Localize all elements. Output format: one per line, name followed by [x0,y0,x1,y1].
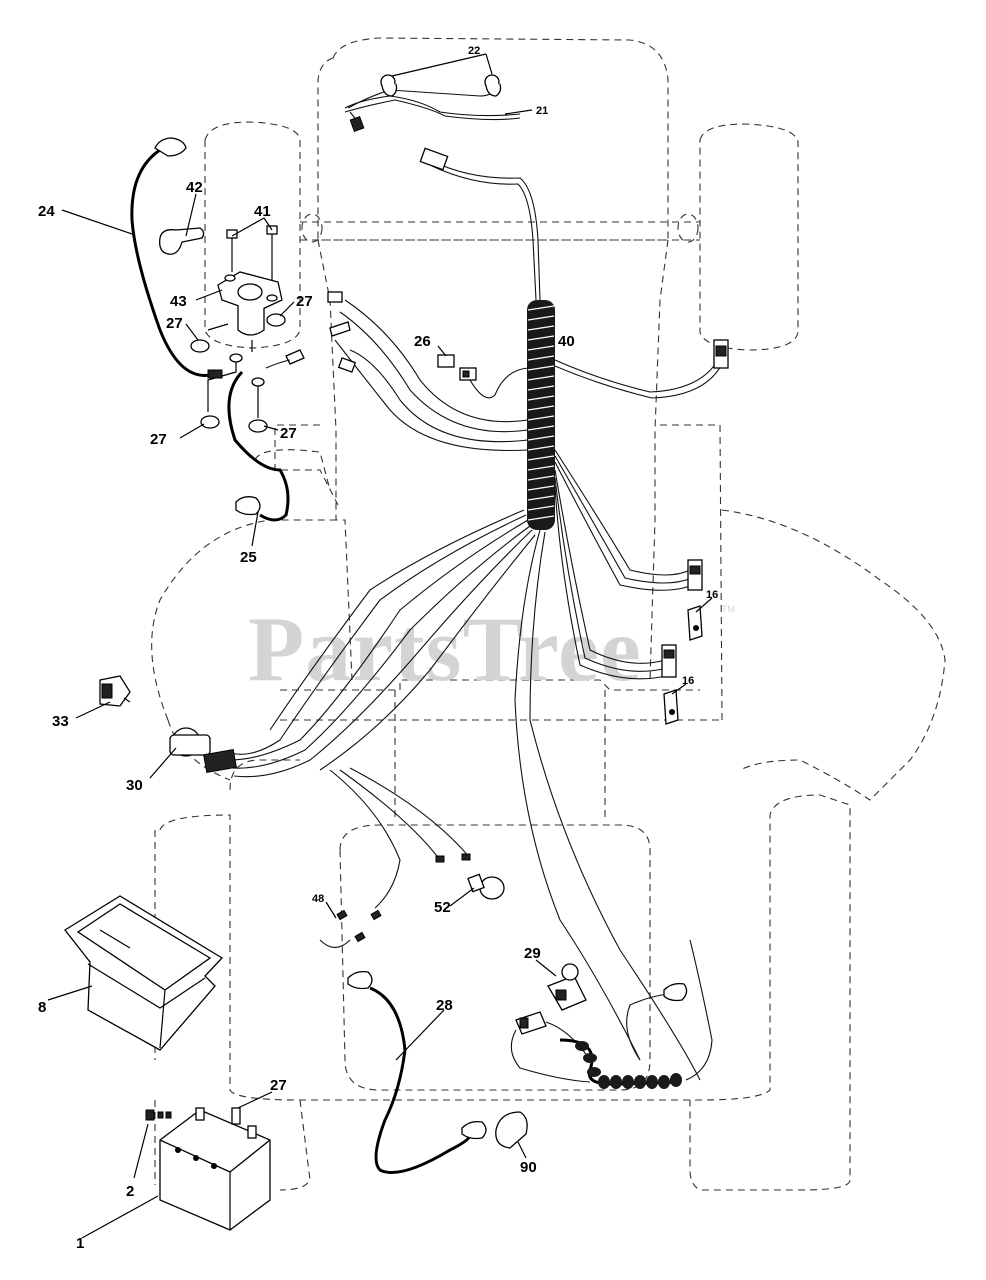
callout-43: 43 [170,293,187,310]
callout-labels: 22 21 42 41 24 43 27 27 26 40 27 27 25 1… [38,45,718,1252]
callout-16-lower: 16 [682,675,694,687]
callout-40: 40 [558,333,575,350]
ignition-parts [99,675,237,774]
callout-2: 2 [126,1183,134,1200]
harness-conduit [527,300,555,530]
battery-tray [64,895,224,1051]
callout-27-battery: 27 [270,1077,287,1094]
tractor-outline [151,37,946,1191]
seat-switch-assembly [510,939,713,1089]
callout-27-upper-right: 27 [296,293,313,310]
callout-8: 8 [38,999,46,1016]
watermark-trademark: TM [722,604,735,614]
callout-21: 21 [536,105,548,117]
headlight-harness [344,74,521,132]
callout-41: 41 [254,203,271,220]
callout-33: 33 [52,713,69,730]
callout-27-lower-left: 27 [150,431,167,448]
callout-24: 24 [38,203,55,220]
callout-42: 42 [186,179,203,196]
negative-cable [347,970,528,1174]
callout-29: 29 [524,945,541,962]
coil-turns [575,1041,682,1089]
solenoid-assembly [130,137,305,522]
main-wiring-harness [227,147,729,1081]
callout-22: 22 [468,45,480,57]
battery [145,1107,271,1231]
callout-27-lower-right: 27 [280,425,297,442]
callout-26: 26 [414,333,431,350]
callout-16-upper: 16 [706,589,718,601]
callout-30: 30 [126,777,143,794]
callout-90: 90 [520,1159,537,1176]
bulb [467,873,505,900]
leader-lines [47,53,713,1239]
callout-28: 28 [436,997,453,1014]
callout-52: 52 [434,899,451,916]
callout-48: 48 [312,893,324,905]
watermark-text: PartsTree [248,598,642,700]
callout-27-left: 27 [166,315,183,332]
callout-25: 25 [240,549,257,566]
callout-1: 1 [76,1235,84,1252]
